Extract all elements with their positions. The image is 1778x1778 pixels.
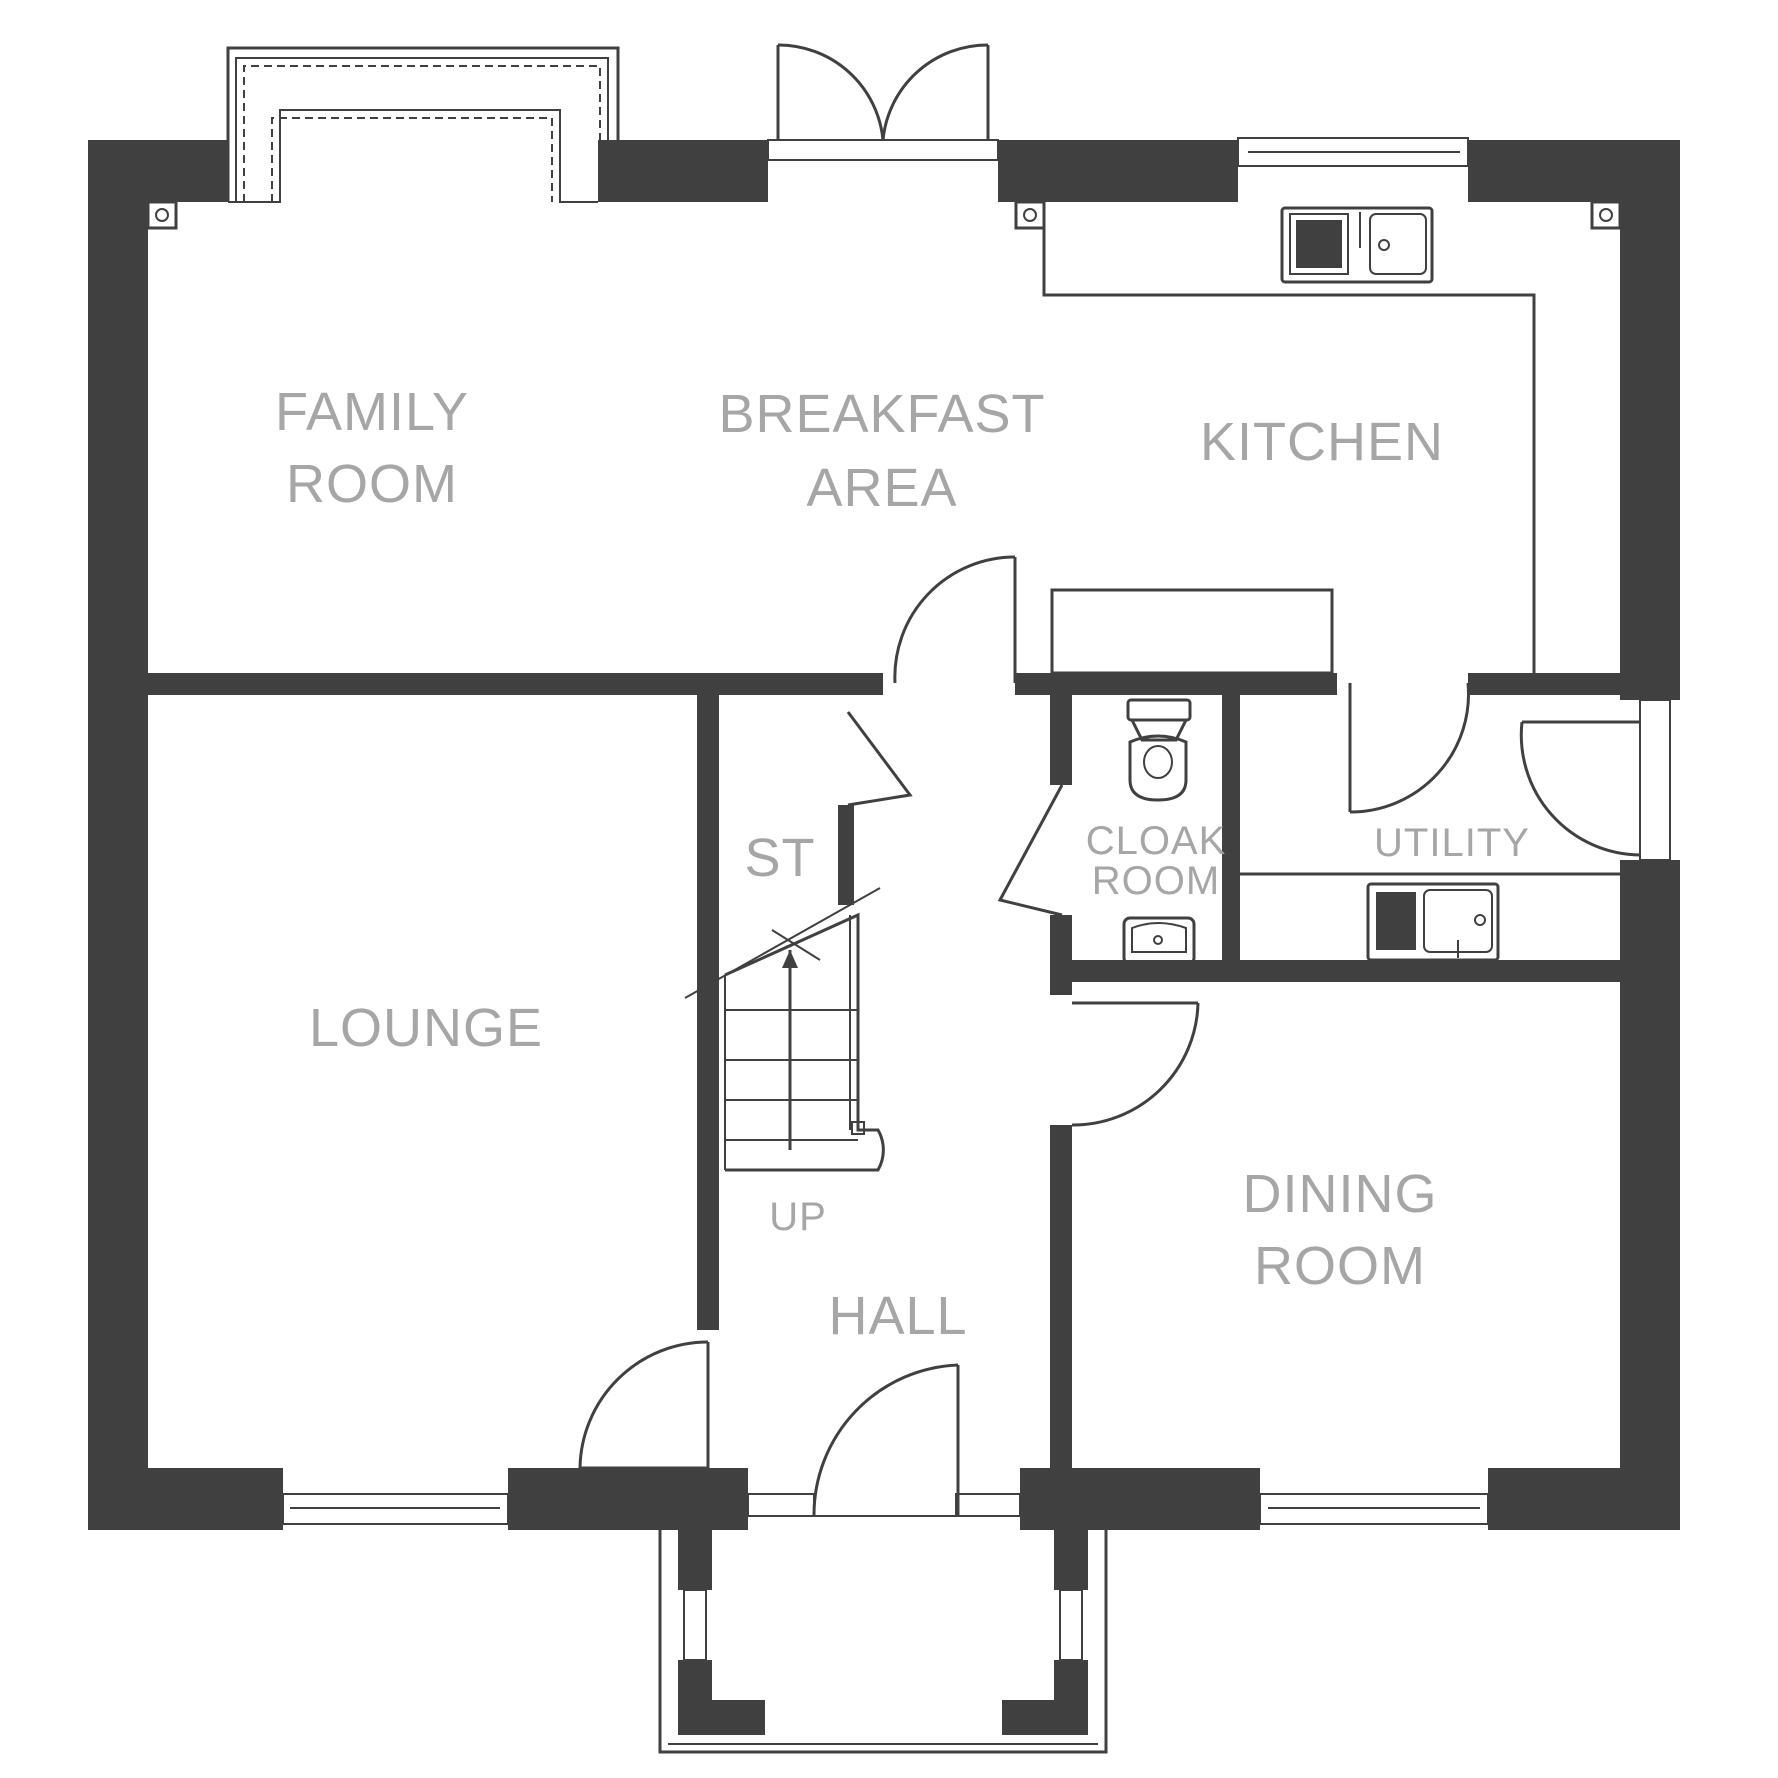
lounge-label: LOUNGE (309, 998, 543, 1058)
wc (1126, 698, 1192, 802)
cloak-room-label-line1: CLOAK (1086, 819, 1227, 863)
windows (282, 137, 1671, 1661)
family-room-label-line2: ROOM (286, 454, 458, 514)
internal-walls (148, 673, 1620, 1735)
bay-window (226, 46, 620, 203)
staircase (684, 887, 885, 1172)
kitchen-label: KITCHEN (1200, 412, 1444, 472)
family-room-label-line1: FAMILY (275, 382, 469, 442)
porch (658, 1515, 1108, 1754)
store-label: ST (744, 828, 815, 888)
dining-room-label-line1: DINING (1243, 1164, 1438, 1224)
kitchen-sink (1280, 206, 1434, 284)
doors (578, 555, 1641, 1517)
dining-room-label-line2: ROOM (1254, 1236, 1426, 1296)
kitchen-worktops (1042, 202, 1536, 675)
breakfast-area-label-line2: AREA (806, 458, 957, 518)
cloak-room-label-line2: ROOM (1092, 859, 1220, 903)
french-doors (767, 43, 999, 161)
hall-label: HALL (828, 1286, 967, 1346)
basin (1122, 916, 1196, 966)
stairs-up-label: UP (769, 1195, 827, 1239)
breakfast-area-label-line1: BREAKFAST (718, 384, 1045, 444)
corner-columns (146, 200, 1622, 230)
room-labels: FAMILY ROOM BREAKFAST AREA KITCHEN LOUNG… (275, 382, 1530, 1346)
utility-worktop (1240, 872, 1620, 962)
utility-label: UTILITY (1374, 821, 1530, 865)
exterior-walls (88, 140, 1680, 1530)
